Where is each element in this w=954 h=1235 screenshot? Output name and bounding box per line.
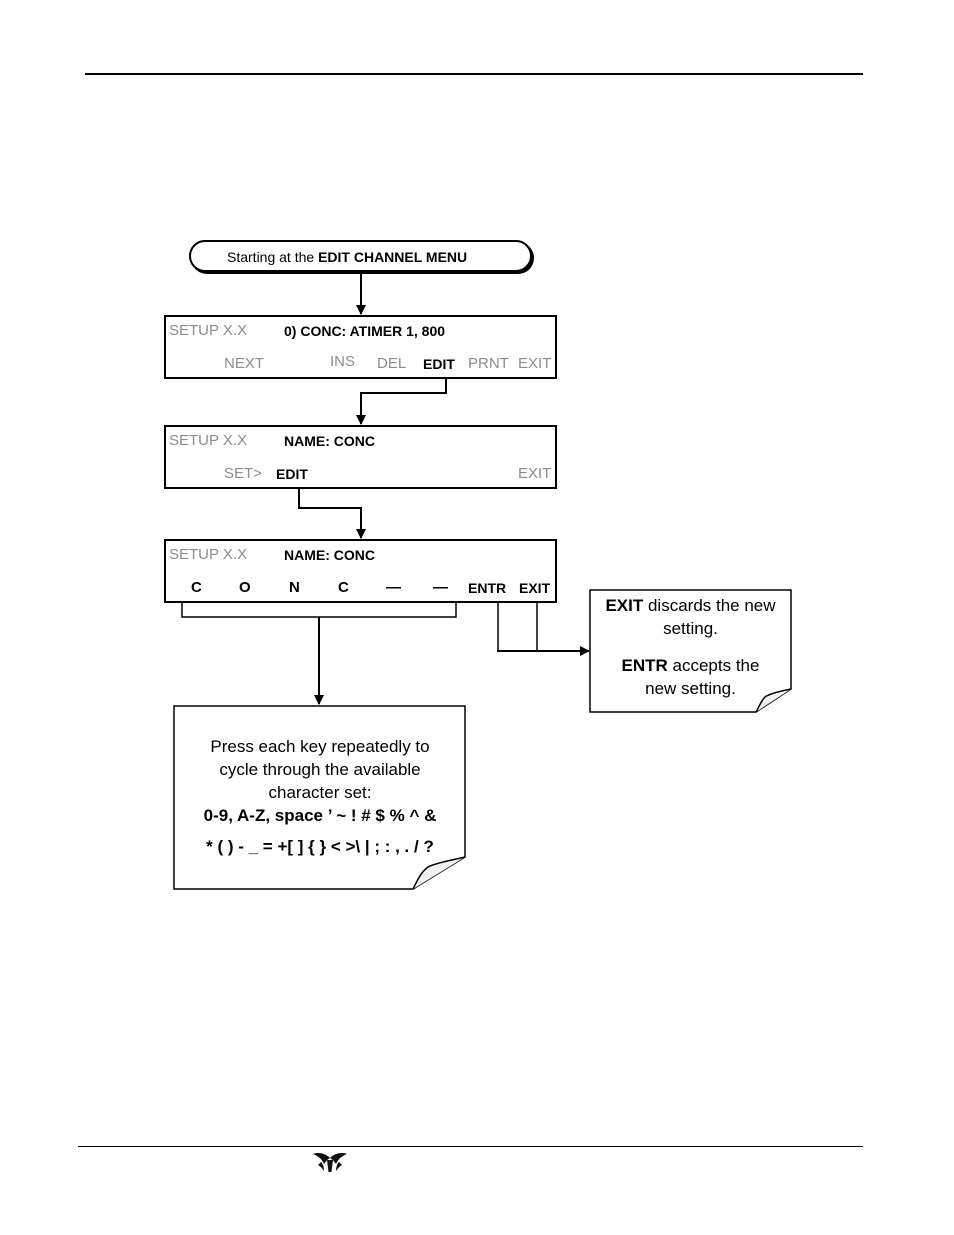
exit-note-line1-rest: discards the new <box>643 596 776 615</box>
exit-note-line3: ENTR accepts the <box>591 654 790 677</box>
panel1-message: 0) CONC: ATIMER 1, 800 <box>284 323 446 339</box>
exit-note-line1: EXIT discards the new <box>591 594 790 617</box>
key-edit-name[interactable]: EDIT <box>276 466 308 482</box>
chars-note-charset-line1: 0-9, A-Z, space ’ ~ ! # $ % ^ & <box>203 806 437 825</box>
chars-note-charset-line2: * ( ) - _ = +[ ] { } < >\ | ; : , . / ? <box>206 837 434 856</box>
start-text: Starting at the EDIT CHANNEL MENU <box>227 248 467 266</box>
exit-note-text: EXIT discards the new setting. ENTR acce… <box>591 594 790 700</box>
key-exit-edit[interactable]: EXIT <box>519 580 551 596</box>
panel3-message: NAME: CONC <box>284 547 375 563</box>
chars-note-line2: cycle through the available <box>219 760 421 779</box>
key-del[interactable]: DEL <box>377 355 407 372</box>
key-set[interactable]: SET> <box>224 465 262 482</box>
display-panel-main-menu: SETUP X.X 0) CONC: ATIMER 1, 800 NEXT IN… <box>164 315 557 379</box>
exit-note-exit-word: EXIT <box>605 596 644 615</box>
panel3-mode: SETUP X.X <box>169 546 248 563</box>
arrow-edit-to-panel3 <box>298 478 366 539</box>
exit-note-shape <box>589 589 792 713</box>
key-char-3[interactable]: N <box>289 579 300 596</box>
key-ins[interactable]: INS <box>330 353 356 370</box>
exit-note-spacer <box>591 640 790 654</box>
exit-note-line4: new setting. <box>645 679 736 698</box>
panel1-mode: SETUP X.X <box>169 322 248 339</box>
key-exit[interactable]: EXIT <box>518 355 552 372</box>
key-next[interactable]: NEXT <box>224 355 265 372</box>
chars-note-shape <box>173 705 466 890</box>
exit-note-line2: setting. <box>663 619 718 638</box>
key-entr[interactable]: ENTR <box>468 580 507 596</box>
panel2-message: NAME: CONC <box>284 433 375 449</box>
chars-note-text: Press each key repeatedly to cycle throu… <box>175 735 465 858</box>
header-rule <box>85 73 863 75</box>
key-edit[interactable]: EDIT <box>423 356 455 372</box>
key-char-1[interactable]: C <box>191 579 202 596</box>
footer-rule <box>78 1146 863 1147</box>
key-char-5[interactable]: — <box>386 579 401 596</box>
start-terminal: Starting at the EDIT CHANNEL MENU <box>189 240 532 272</box>
start-menu-name: EDIT CHANNEL MENU <box>318 249 468 265</box>
key-char-6[interactable]: — <box>433 579 448 596</box>
chars-note-line1: Press each key repeatedly to <box>210 737 430 756</box>
exit-note-entr-word: ENTR <box>621 656 668 675</box>
key-char-2[interactable]: O <box>239 579 251 596</box>
display-panel-edit-name: SETUP X.X NAME: CONC C O N C — — ENTR EX… <box>164 539 557 603</box>
chars-note-line3: character set: <box>268 783 372 802</box>
start-prefix: Starting at the <box>227 249 319 265</box>
exit-note-line3-rest: accepts the <box>667 656 760 675</box>
company-logo-icon <box>313 1153 347 1172</box>
display-panel-name: SETUP X.X NAME: CONC SET> EDIT EXIT <box>164 425 557 489</box>
key-char-4[interactable]: C <box>338 579 349 596</box>
arrow-edit-to-panel2 <box>356 368 447 425</box>
panel2-mode: SETUP X.X <box>169 432 248 449</box>
key-exit-name[interactable]: EXIT <box>518 465 552 482</box>
key-prnt[interactable]: PRNT <box>468 355 509 372</box>
